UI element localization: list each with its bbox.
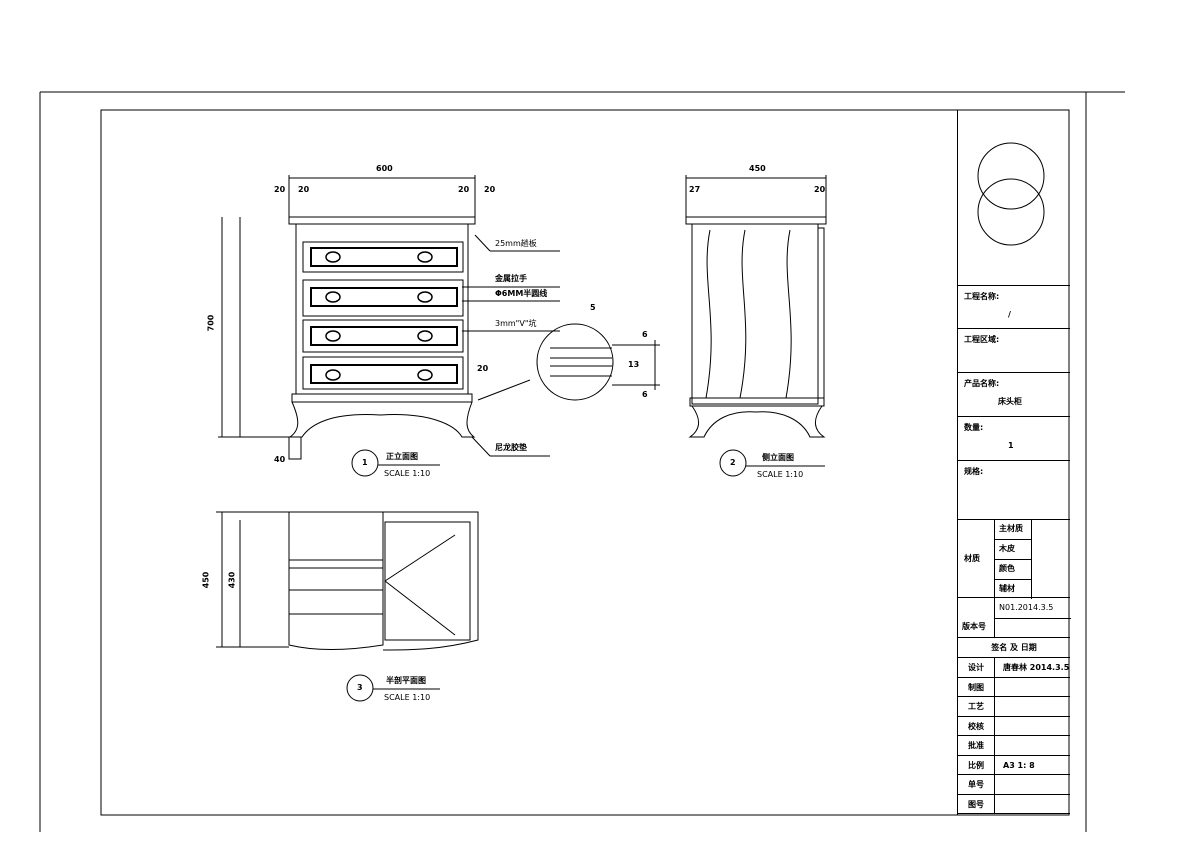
row-value — [995, 678, 1003, 697]
label: 工程名称: — [964, 292, 1000, 301]
view-scale: SCALE 1:10 — [757, 470, 804, 479]
row-value — [995, 736, 1003, 755]
view-scale: SCALE 1:10 — [384, 469, 431, 478]
dim: 27 — [689, 185, 701, 194]
product-name-cell: 产品名称: 床头柜 — [958, 373, 1070, 417]
sign-row: 设计唐春林 2014.3.5 — [958, 658, 1070, 678]
sign-row: 比例 A3 1: 8 — [958, 755, 1070, 775]
label: 规格: — [964, 467, 984, 476]
row-label: 单号 — [958, 775, 995, 794]
value: 床头柜 — [998, 397, 1022, 406]
side-elevation — [685, 175, 827, 438]
dim: 6 — [642, 390, 648, 399]
label: 数量: — [964, 423, 984, 432]
row-label: 工艺 — [958, 697, 995, 716]
callout: 25mm趟板 — [495, 239, 537, 248]
dim: 5 — [590, 303, 596, 312]
sign-row: 校核 — [958, 716, 1070, 736]
front-elevation — [218, 175, 560, 460]
row-value: 唐春林 2014.3.5 — [1003, 663, 1070, 672]
dim: 20 — [458, 185, 470, 194]
logo-circle — [977, 142, 1045, 210]
dim-height: 700 — [206, 314, 216, 332]
view-title: 半剖平面图 — [386, 676, 426, 685]
view-number: 2 — [730, 458, 736, 467]
row-label: 批准 — [958, 736, 995, 755]
sign-header: 签名 及 日期 — [958, 638, 1070, 658]
label: 产品名称: — [964, 379, 1000, 388]
dim: 450 — [749, 164, 766, 173]
view-title: 正立面图 — [386, 452, 418, 461]
title-block: 工程名称: / 工程区域: 产品名称: 床头柜 数量: 1 规格: 材质 主材质 木皮… — [957, 110, 1071, 815]
row-value — [995, 697, 1003, 716]
dim: 13 — [628, 360, 640, 369]
dim: 20 — [298, 185, 310, 194]
row-value — [995, 717, 1003, 736]
row-label: 比例 — [958, 755, 995, 774]
view-number: 3 — [357, 683, 363, 692]
dim: 430 — [227, 571, 237, 589]
row-value — [995, 775, 1003, 794]
callout: 3mm"V"坑 — [495, 319, 537, 328]
logo-circle — [977, 178, 1045, 246]
project-name-cell: 工程名称: / — [958, 286, 1070, 329]
row-value — [995, 795, 1003, 814]
value: N01.2014.3.5 — [995, 598, 1071, 619]
dim: 40 — [274, 455, 286, 464]
material-row: 辅材 — [995, 580, 1032, 599]
material-row: 颜色 — [995, 560, 1032, 580]
callout: 金属拉手 — [495, 274, 527, 283]
dim: 20 — [274, 185, 286, 194]
row-value: A3 1: 8 — [1003, 760, 1035, 770]
row-label: 图号 — [958, 794, 995, 813]
view-number: 1 — [362, 458, 368, 467]
quantity-cell: 数量: 1 — [958, 417, 1070, 461]
material-row: 木皮 — [995, 540, 1032, 560]
value: / — [1008, 310, 1011, 319]
view-scale: SCALE 1:10 — [384, 693, 431, 702]
row-label: 制图 — [958, 677, 995, 696]
label: 版本号 — [962, 622, 986, 631]
project-area-cell: 工程区域: — [958, 329, 1070, 373]
value: 1 — [1008, 441, 1014, 450]
callout: Φ6MM半圆线 — [495, 289, 548, 298]
spec-cell: 规格: — [958, 461, 1070, 520]
callout: 尼龙胶垫 — [495, 443, 527, 452]
version-cell: 版本号 N01.2014.3.5 — [958, 598, 1071, 638]
sign-row: 单号 — [958, 775, 1070, 795]
detail-circle — [536, 323, 660, 401]
label: 工程区域: — [964, 335, 1000, 344]
row-label: 校核 — [958, 716, 995, 735]
dim: 20 — [814, 185, 826, 194]
material-row: 主材质 — [995, 520, 1032, 540]
sign-row: 图号 — [958, 794, 1070, 814]
logo-cell — [958, 110, 1070, 286]
dim: 20 — [484, 185, 496, 194]
view-markers — [346, 449, 825, 702]
sign-row: 制图 — [958, 677, 1070, 697]
dim-width: 600 — [376, 164, 393, 173]
row-label: 设计 — [958, 658, 995, 677]
label: 材质 — [964, 554, 980, 563]
dim: 20 — [477, 364, 489, 373]
dim: 6 — [642, 330, 648, 339]
sign-row: 批准 — [958, 736, 1070, 756]
view-title: 侧立面图 — [762, 453, 794, 462]
material-cell: 材质 主材质 木皮 颜色 辅材 — [958, 520, 1070, 599]
dim: 450 — [201, 571, 211, 589]
sign-row: 工艺 — [958, 697, 1070, 717]
plan-view — [216, 511, 479, 651]
